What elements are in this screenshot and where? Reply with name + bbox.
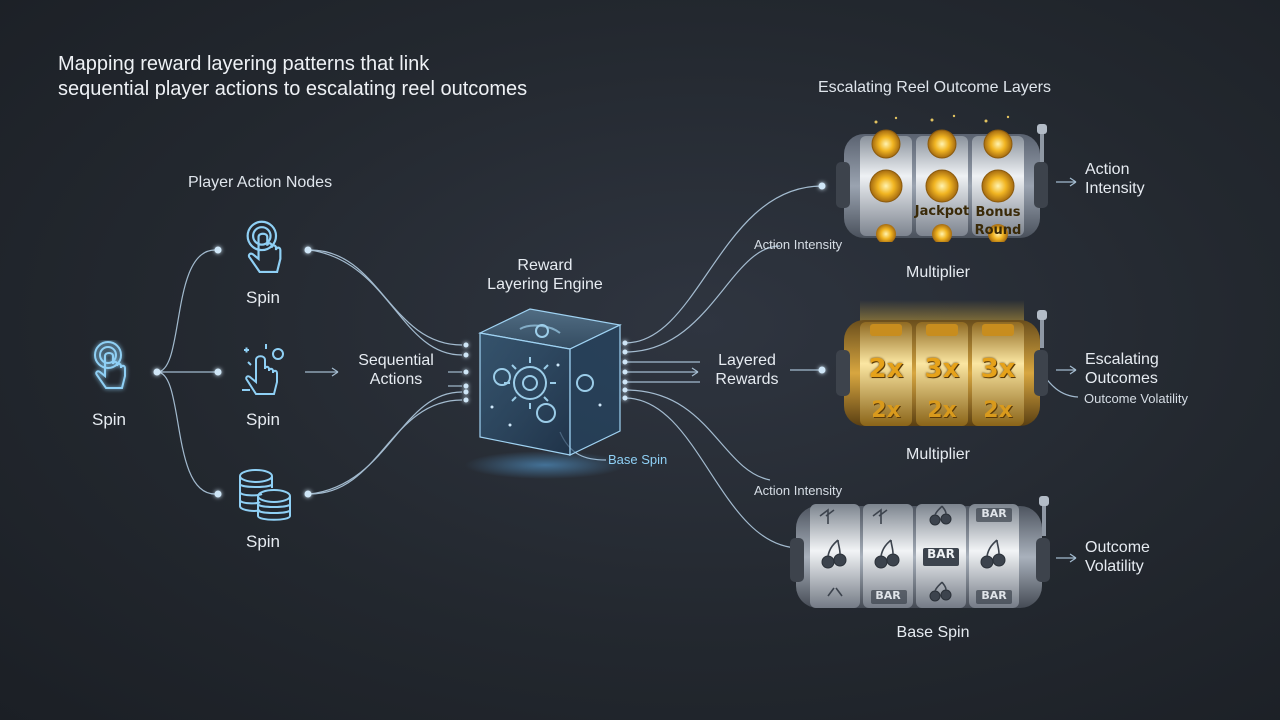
- multiplier-symbol: 2x: [983, 398, 1013, 423]
- wire-start-bottom: [156, 371, 216, 495]
- multiplier-symbol: 3x: [980, 354, 1016, 384]
- multiplier-symbol: 2x: [871, 398, 901, 423]
- layered-line-2: Rewards: [715, 371, 779, 388]
- bonus-word: Bonus: [975, 205, 1021, 220]
- multiplier-symbol: 2x: [927, 398, 957, 423]
- wire-engine-top-b: [624, 245, 781, 353]
- hand-tap-icon: [240, 218, 288, 285]
- sequential-line-2: Actions: [369, 371, 423, 388]
- wire-label-top: Action Intensity: [754, 237, 843, 252]
- layered-rewards-label: Layered Rewards: [712, 351, 782, 389]
- reel-middle-side-2: Outcomes: [1085, 370, 1158, 387]
- wire-node1-engine-b: [309, 249, 463, 356]
- reel-top-side-2: Intensity: [1085, 180, 1145, 197]
- node-1-label: Spin: [245, 288, 281, 307]
- title-line-1: Mapping reward layering patterns that li…: [58, 53, 430, 75]
- reel-middle-side-label: Escalating Outcomes: [1085, 350, 1159, 388]
- wire-start-top: [156, 249, 216, 373]
- node-3-label: Spin: [245, 532, 281, 551]
- bar-symbol: BAR: [981, 589, 1007, 602]
- reel-bottom-side-2: Volatility: [1085, 558, 1144, 575]
- bar-symbol: BAR: [875, 589, 901, 602]
- wire-node1-engine-a: [309, 249, 463, 346]
- title-line-2: sequential player actions to escalating …: [58, 78, 528, 100]
- bar-symbol: BAR: [927, 547, 955, 561]
- reel-top-side-label: Action Intensity: [1085, 160, 1145, 198]
- wire-node3-engine-b: [309, 391, 463, 495]
- reel-middle-side-1: Escalating: [1085, 351, 1159, 368]
- wire-engine-bottom-b: [624, 389, 771, 481]
- start-node-label: Spin: [91, 410, 127, 429]
- node-2-label: Spin: [245, 410, 281, 429]
- multiplier-symbol: 3x: [924, 354, 960, 384]
- reel-bottom-side-label: Outcome Volatility: [1085, 538, 1150, 576]
- reel-machine-top: Jackpot Bonus Round: [836, 112, 1056, 247]
- reels-heading: Escalating Reel Outcome Layers: [818, 79, 1051, 96]
- reel-top-side-1: Action: [1085, 161, 1130, 178]
- wire-engine-bottom-a: [624, 397, 801, 549]
- reel-top-caption: Multiplier: [905, 264, 970, 281]
- reel-machine-middle: 2x 3x 3x 2x 2x 2x: [836, 300, 1056, 435]
- reel-bottom-side-1: Outcome: [1085, 539, 1150, 556]
- wire-engine-top-a: [624, 185, 823, 344]
- layered-line-1: Layered: [718, 352, 776, 369]
- engine-title: Reward Layering Engine: [470, 256, 620, 294]
- gear-cube-icon: [470, 295, 630, 470]
- diagram-title: Mapping reward layering patterns that li…: [58, 52, 527, 102]
- hand-gesture-icon: [236, 340, 290, 407]
- player-action-nodes-heading: Player Action Nodes: [188, 174, 333, 191]
- reel-middle-caption: Multiplier: [905, 446, 970, 463]
- wire-label-bottom: Action Intensity: [754, 483, 843, 498]
- sequential-actions-label: Sequential Actions: [354, 351, 438, 389]
- engine-title-line-1: Reward: [517, 257, 573, 274]
- round-word: Round: [974, 223, 1022, 238]
- multiplier-symbol: 2x: [868, 354, 904, 384]
- engine-base-label: Base Spin: [608, 452, 668, 467]
- reel-machine-bottom: BAR BAR BAR BAR: [790, 496, 1056, 617]
- sequential-line-1: Sequential: [358, 352, 434, 369]
- engine-title-line-2: Layering Engine: [487, 276, 603, 293]
- reel-bottom-caption: Base Spin: [896, 624, 970, 641]
- reel-middle-small-label: Outcome Volatility: [1084, 391, 1189, 406]
- jackpot-symbol: Jackpot: [914, 204, 970, 219]
- bonus-round-symbol: Bonus Round: [970, 204, 1026, 240]
- coin-stack-icon: [236, 466, 294, 529]
- bar-symbol: BAR: [981, 507, 1007, 520]
- wire-node3-engine-a: [309, 399, 463, 495]
- hand-tap-icon: [88, 340, 132, 399]
